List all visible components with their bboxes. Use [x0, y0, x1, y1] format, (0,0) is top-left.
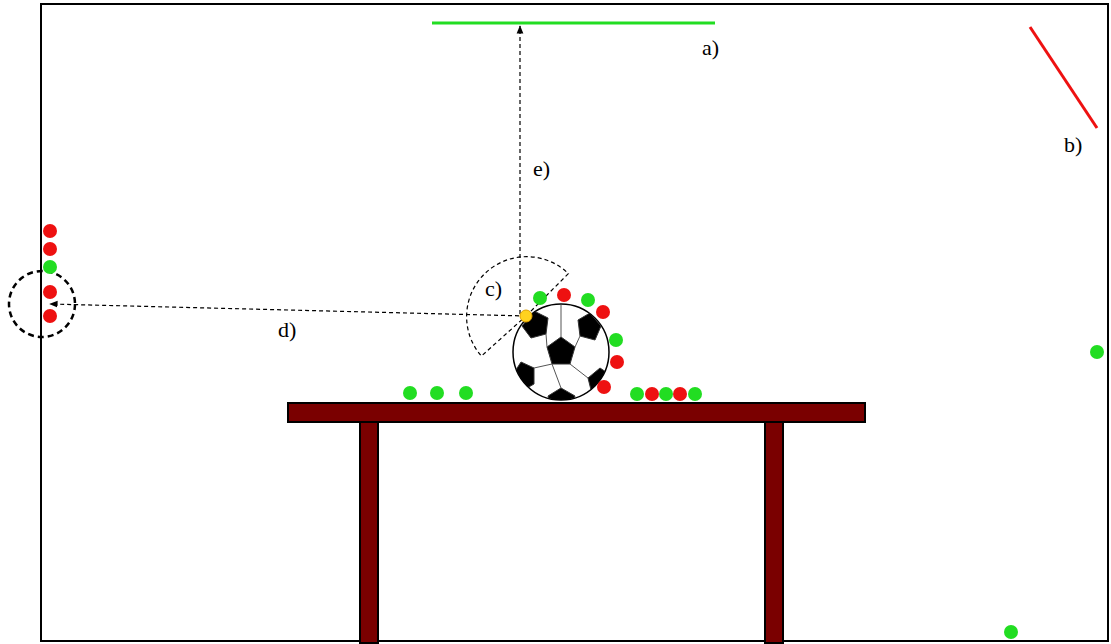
red-line [1030, 27, 1097, 128]
callout-letter: d) [278, 319, 296, 341]
green-target-line [432, 22, 715, 25]
callout-letter: b) [1064, 134, 1082, 156]
distance-arrow [519, 26, 520, 314]
table [288, 403, 865, 643]
distance-arrow [50, 304, 526, 316]
label-anchor: c) [485, 278, 502, 300]
label-anchor: e) [533, 158, 550, 180]
label-anchor: b) [1064, 134, 1082, 156]
target-circle [9, 271, 75, 337]
frame [41, 4, 1108, 641]
label-anchor: d) [278, 319, 296, 341]
label-anchor: a) [702, 37, 719, 59]
soccer-ball [512, 304, 612, 410]
callout-letter: c) [485, 278, 502, 300]
sample-dots [43, 224, 1104, 639]
callout-letter: e) [533, 158, 550, 180]
callout-letter: a) [702, 37, 719, 59]
angle-sector [467, 257, 569, 356]
origin-point [520, 310, 532, 322]
